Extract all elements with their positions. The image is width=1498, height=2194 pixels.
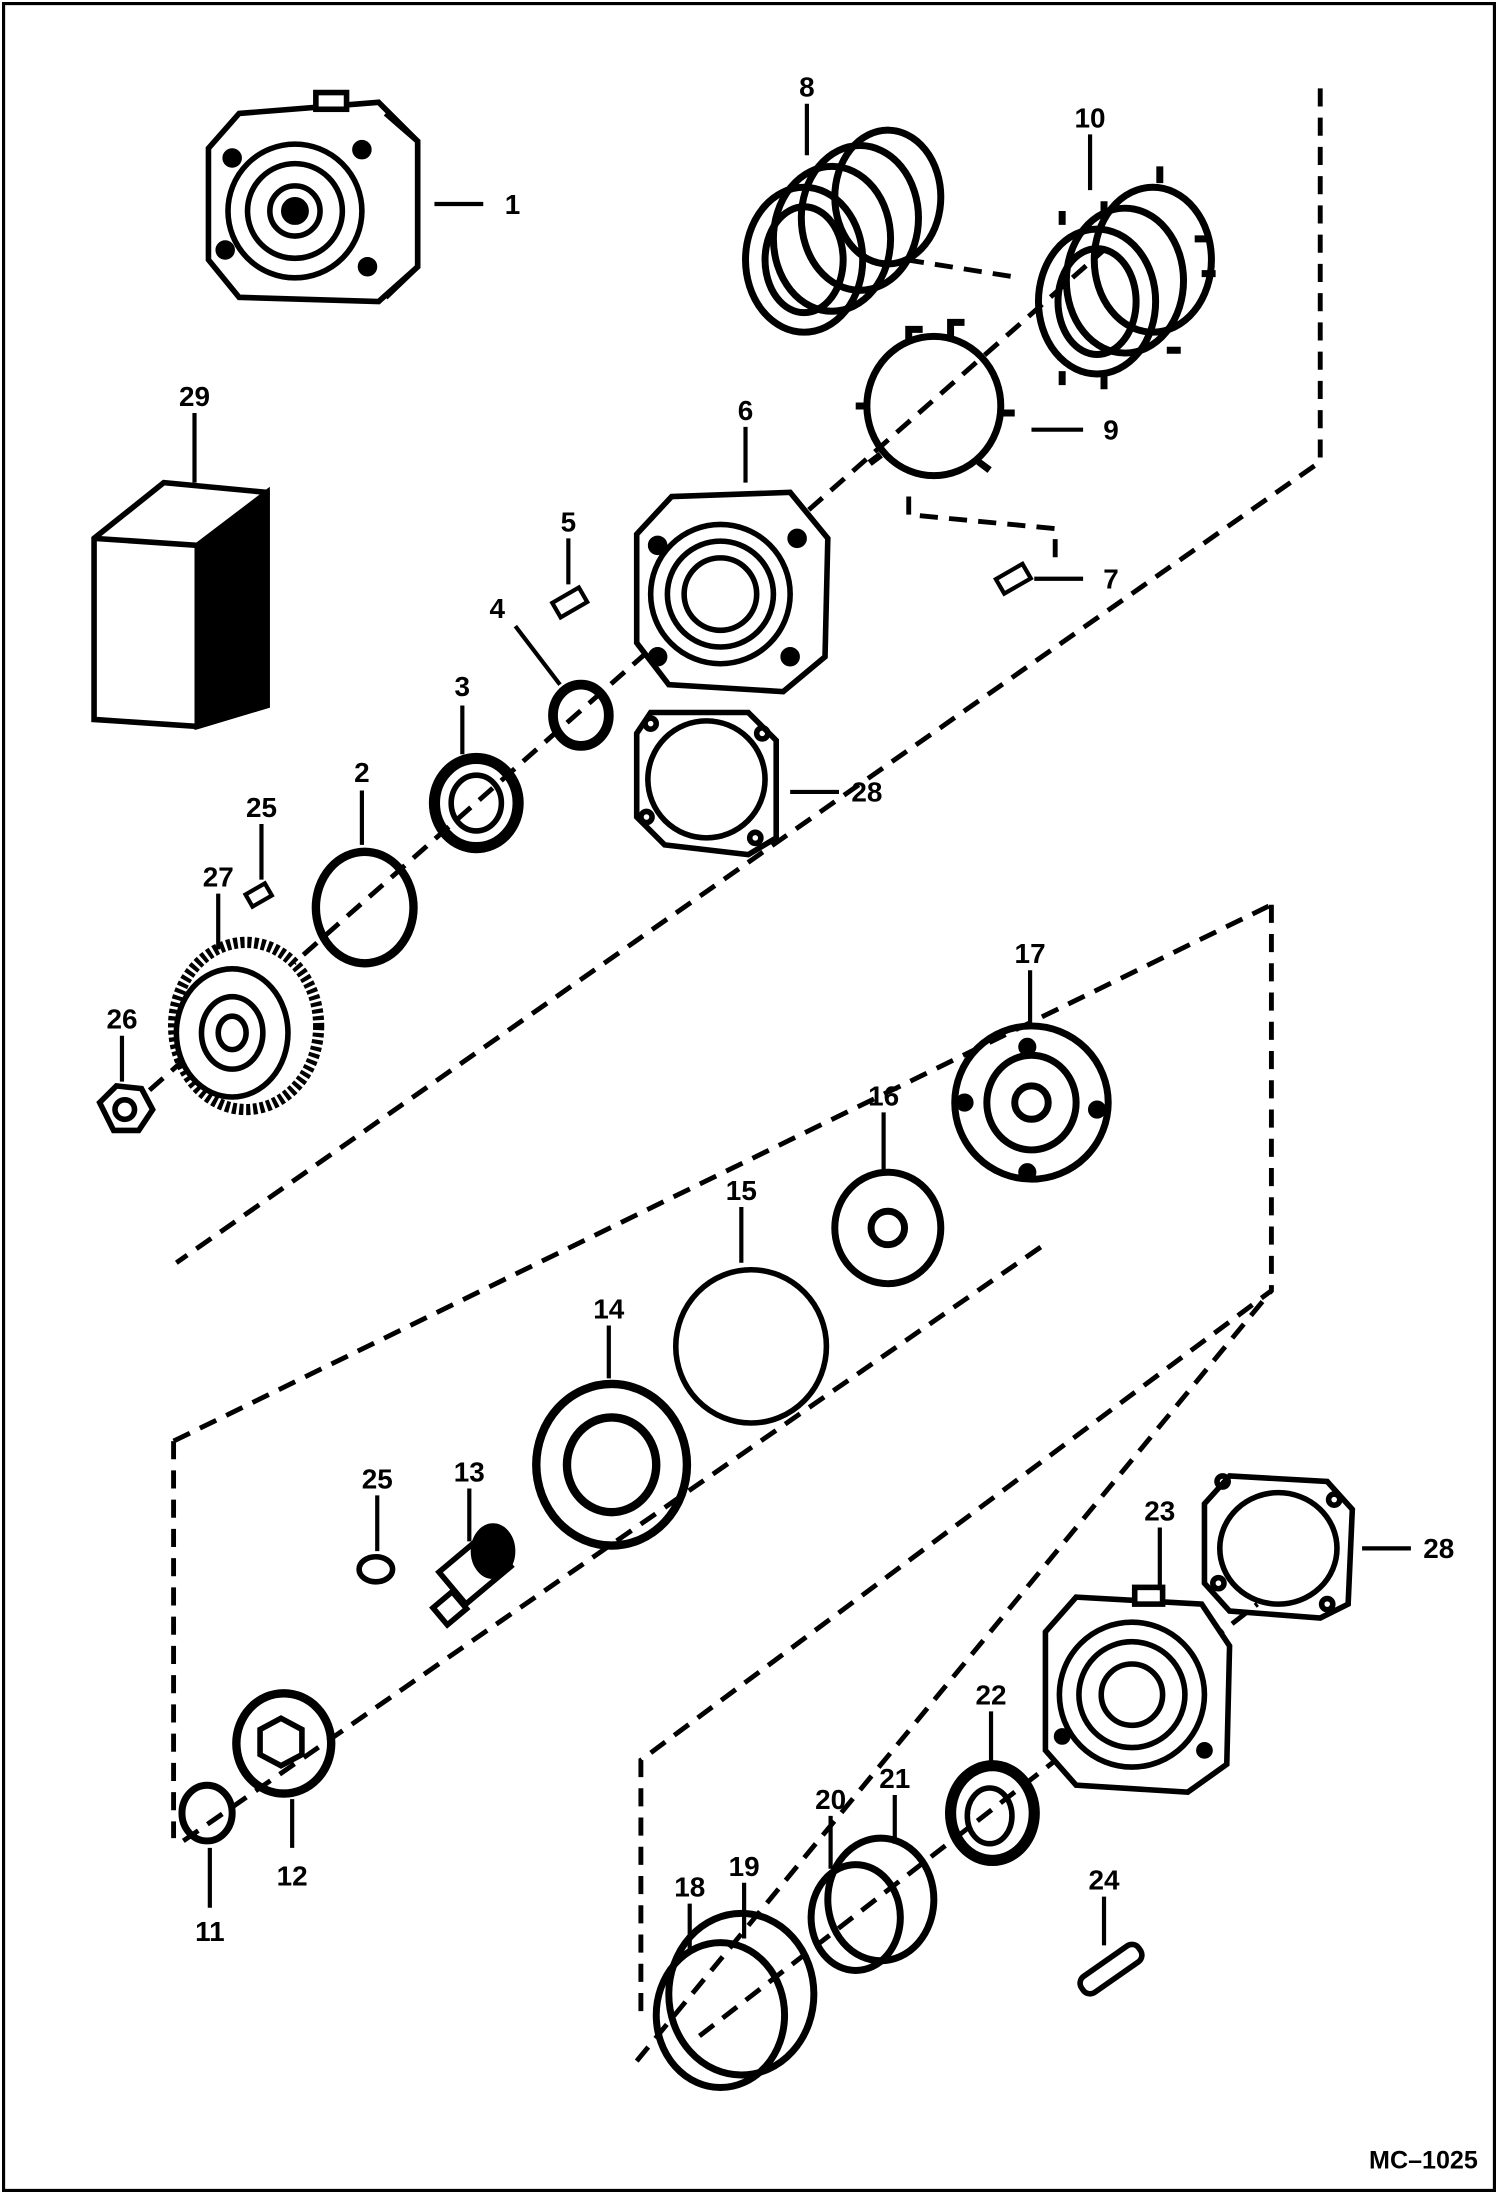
callout-1: 1	[505, 189, 521, 220]
o-ring-19-part	[665, 1909, 818, 2079]
seal-12-part	[232, 1689, 336, 1798]
plug-5-part	[549, 584, 591, 621]
callout-11: 11	[195, 1916, 224, 1947]
callout-8: 8	[799, 72, 815, 103]
o-ring-15-part	[672, 1266, 830, 1426]
snap-ring-2-part	[311, 847, 418, 968]
backup-ring-20-part	[807, 1861, 904, 1974]
seal-22-part	[944, 1760, 1040, 1867]
callout-10: 10	[1075, 102, 1106, 133]
cover-part	[1042, 1584, 1233, 1796]
key-lower-part	[356, 1553, 396, 1585]
nut-part	[96, 1082, 156, 1134]
callout-18: 18	[674, 1872, 705, 1903]
callout-22: 22	[976, 1679, 1007, 1710]
callout-21: 21	[879, 1763, 910, 1794]
callout-14: 14	[593, 1294, 625, 1325]
callout-20: 20	[815, 1784, 846, 1815]
backup-ring-14-part	[532, 1379, 692, 1550]
callout-16: 16	[868, 1080, 899, 1111]
callout-15: 15	[726, 1175, 757, 1206]
seal-kit-box-part	[91, 479, 270, 731]
dowel-pin-part	[1077, 1941, 1145, 1997]
figure-code: MC–1025	[1369, 2146, 1478, 2174]
callout-3: 3	[455, 671, 471, 702]
callout-9: 9	[1103, 414, 1119, 445]
callout-25-upper: 25	[246, 792, 277, 823]
callout-24: 24	[1088, 1865, 1120, 1896]
callout-28-lower: 28	[1423, 1533, 1454, 1564]
gasket-upper-part	[633, 709, 779, 858]
brake-plates-part	[1034, 166, 1216, 390]
callout-5: 5	[561, 506, 577, 537]
callout-4: 4	[489, 593, 505, 624]
motor-housing-part	[205, 89, 421, 305]
callout-13: 13	[454, 1457, 485, 1488]
key-upper-part	[242, 880, 275, 910]
o-ring-21-part	[824, 1834, 938, 1965]
backup-ring-18-part	[652, 1939, 789, 2091]
washer-part	[831, 1168, 945, 1288]
callout-28-upper: 28	[851, 777, 882, 808]
callout-23: 23	[1144, 1496, 1175, 1527]
plug-7-part	[993, 561, 1034, 597]
callout-29: 29	[179, 381, 210, 412]
shaft-part	[429, 1523, 516, 1629]
callout-17: 17	[1015, 938, 1046, 969]
callout-6: 6	[738, 395, 754, 426]
brake-housing-part	[633, 489, 831, 695]
callout-27: 27	[203, 862, 234, 893]
gasket-lower-part	[1201, 1473, 1356, 1621]
sprocket-part	[168, 936, 325, 1116]
callout-25-lower: 25	[362, 1463, 393, 1494]
callout-labels: 1 2 3 4 5 6 7 8 9 10 11 12 13 14 15 16 1…	[106, 72, 1454, 1947]
bearing-part	[428, 752, 524, 854]
callout-12: 12	[277, 1861, 308, 1892]
callout-26: 26	[106, 1004, 137, 1035]
plate-part	[855, 318, 1015, 480]
callout-19: 19	[729, 1851, 760, 1882]
piston-part	[951, 1022, 1112, 1183]
snap-ring-11-part	[178, 1781, 236, 1845]
callout-2: 2	[354, 757, 370, 788]
callout-7: 7	[1103, 564, 1119, 595]
leader-lines	[119, 103, 1411, 1953]
brake-discs-part	[742, 126, 945, 336]
seal-4-part	[548, 679, 614, 751]
